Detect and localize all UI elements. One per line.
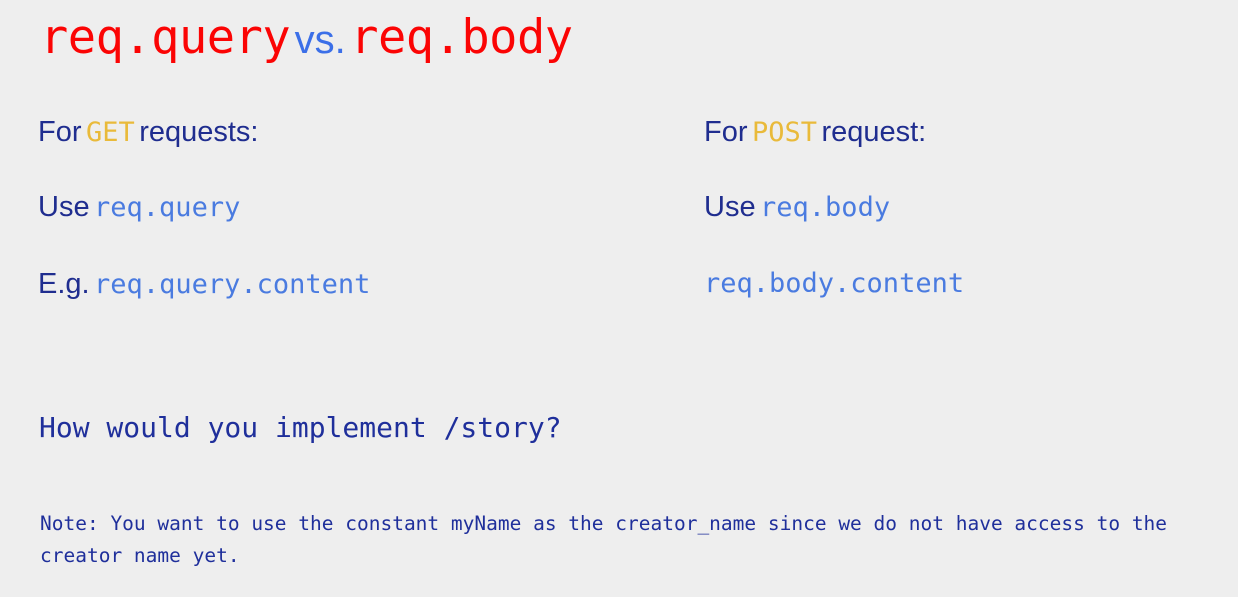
left-column-for-line: For GET requests: (38, 118, 258, 147)
left-column-use-line: Use req.query (38, 193, 240, 222)
left-use-code: req.query (94, 192, 241, 223)
page-title: req.query vs. req.body (40, 14, 573, 61)
left-http-method: GET (85, 117, 135, 148)
right-column-use-line: Use req.body (704, 193, 890, 222)
right-column-for-line: For POST request: (704, 118, 926, 147)
left-for-suffix: requests: (139, 116, 259, 148)
note-text: Note: You want to use the constant myNam… (40, 512, 1168, 567)
title-req-body: req.body (350, 10, 573, 65)
right-for-prefix: For (704, 116, 748, 148)
left-for-prefix: For (38, 116, 82, 148)
left-column-example-line: E.g. req.query.content (38, 270, 370, 299)
right-for-suffix: request: (821, 116, 927, 148)
left-eg-code: req.query.content (94, 269, 371, 300)
left-use-label: Use (38, 191, 90, 223)
title-req-query: req.query (40, 10, 291, 65)
right-column-example-line: req.body.content (704, 270, 964, 297)
right-use-label: Use (704, 191, 756, 223)
right-use-code: req.body (760, 192, 891, 223)
right-eg-code: req.body.content (704, 268, 965, 299)
left-eg-label: E.g. (38, 268, 90, 300)
title-vs: vs. (294, 18, 346, 62)
question-text: How would you implement /story? (39, 411, 562, 444)
right-http-method: POST (751, 117, 817, 148)
